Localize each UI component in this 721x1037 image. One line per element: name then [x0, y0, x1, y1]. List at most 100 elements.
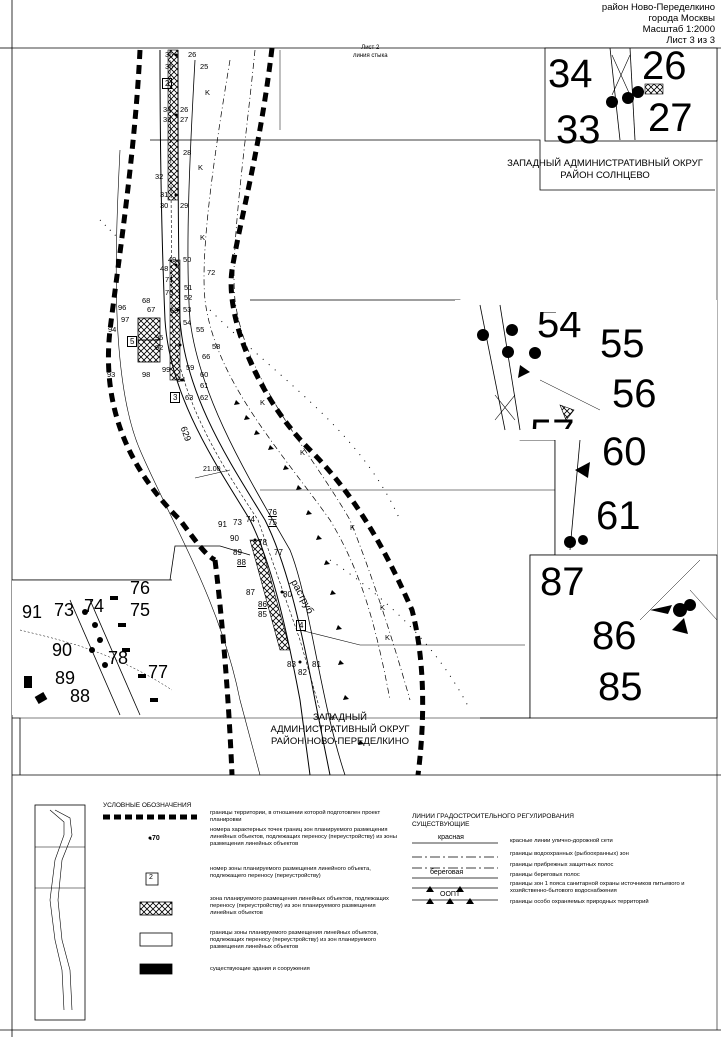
point-label: 59: [186, 363, 195, 372]
inset-label: 33: [556, 108, 601, 152]
point-label: 95: [155, 333, 164, 342]
point-label: 49: [168, 255, 177, 264]
point-label: 25: [200, 62, 209, 71]
point-label: 76: [268, 508, 277, 517]
point-label: 98: [142, 370, 151, 379]
point-label: 75: [268, 518, 277, 527]
point-label: 34: [163, 105, 172, 114]
svg-text:K: K: [380, 603, 385, 612]
point-label: 31: [160, 190, 169, 199]
zone-number-2: 2: [162, 78, 173, 89]
inset-label: 85: [598, 665, 643, 709]
svg-text:K: K: [300, 448, 305, 457]
point-label: 50: [183, 255, 192, 264]
lines-legend-item: границы зон 1 пояса санитарной охраны ис…: [510, 881, 685, 894]
inset-label: 26: [642, 44, 687, 88]
point-label: 93: [107, 370, 116, 379]
lines-legend-label-red: красная: [438, 834, 464, 841]
lines-legend-item: границы прибрежных защитных полос: [510, 862, 614, 868]
legend-item-zone-number: номер зоны планируемого размещения линей…: [210, 866, 371, 879]
point-label: 74: [246, 515, 255, 524]
point-label: 70: [165, 288, 174, 297]
point-label: 81: [312, 660, 321, 669]
inset-label: 73: [54, 600, 75, 620]
header-district: район Ново-Переделкино: [601, 2, 715, 13]
inset-label: 76: [130, 578, 151, 598]
point-label: 92: [155, 343, 164, 352]
point-label: 29: [180, 201, 189, 210]
lines-legend-label-oopt: ООПТ: [440, 891, 461, 898]
lines-legend-label-shore: береговая: [430, 869, 464, 876]
inset-label: 55: [600, 322, 645, 366]
point-label: 27: [180, 115, 189, 124]
point-label: 72: [207, 268, 216, 277]
point-label: 33: [163, 115, 172, 124]
point-label: 67: [147, 305, 156, 314]
point-label: 26: [188, 50, 197, 59]
lines-legend-item: красные линии улично-дорожной сети: [510, 838, 613, 844]
point-label: 53: [183, 305, 192, 314]
svg-text:K: K: [205, 88, 210, 97]
lines-legend-item: границы водоохранных (рыбоохранных) зон: [510, 851, 629, 857]
zone-number-4: 4: [296, 620, 307, 631]
legend-item-zone-boundary: границы зоны планируемого размещения лин…: [210, 930, 379, 950]
header-scale: Масштаб 1:2000: [642, 24, 715, 35]
point-label: 68: [142, 296, 151, 305]
inset-label: 56: [612, 372, 657, 416]
okrug-solntsevo: ЗАПАДНЫЙ АДМИНИСТРАТИВНЫЙ ОКРУГ РАЙОН СО…: [507, 158, 703, 181]
legend-item-points: номера характерных точек границ зон план…: [210, 827, 397, 847]
inset-label: 87: [540, 560, 585, 604]
point-label: 64: [177, 375, 186, 384]
point-label: 35: [165, 62, 174, 71]
point-label: 32: [155, 172, 164, 181]
dimension-label: 21.00: [203, 466, 221, 473]
point-label: 90: [230, 534, 239, 543]
legend-item-hatched-zone: зона планируемого размещения линейных об…: [210, 896, 389, 916]
legend-zone-symbol: 2: [149, 874, 153, 881]
point-label: 58: [212, 342, 221, 351]
point-label: 96: [118, 303, 127, 312]
zone-number-3: 3: [170, 392, 181, 403]
point-label: 51: [184, 283, 193, 292]
header-sheet: Лист 3 из 3: [666, 35, 715, 46]
legend-item-boundary: границы территории, в отношении которой …: [210, 810, 381, 823]
svg-text:K: K: [260, 398, 265, 407]
inset-label: 91: [22, 602, 43, 622]
point-label: 89: [233, 548, 242, 557]
inset-label: 60: [602, 430, 647, 474]
point-label: 86: [258, 600, 267, 609]
point-label: 55: [196, 325, 205, 334]
zone-number-5: 5: [127, 336, 138, 347]
point-label: 88: [237, 558, 246, 567]
point-label: 48: [160, 264, 169, 273]
inset-label: 86: [592, 614, 637, 658]
lines-legend-title: ЛИНИИ ГРАДОСТРОИТЕЛЬНОГО РЕГУЛИРОВАНИЯ: [412, 813, 574, 820]
point-label: 61: [200, 381, 209, 390]
header-city: города Москвы: [648, 13, 715, 24]
svg-text:K: K: [198, 163, 203, 172]
point-label: 30: [160, 201, 169, 210]
lines-legend-item: границы особо охраняемых природных терри…: [510, 899, 649, 905]
okrug-novo: ЗАПАДНЫЙ АДМИНИСТРАТИВНЫЙ ОКРУГ РАЙОН НО…: [270, 712, 410, 747]
point-label: 82: [298, 668, 307, 677]
inset-label: 61: [596, 494, 641, 538]
point-label: 71: [165, 275, 174, 284]
inset-label: 54: [537, 302, 582, 346]
svg-text:K: K: [385, 633, 390, 642]
inset-label: 77: [148, 662, 169, 682]
svg-text:K: K: [350, 523, 355, 532]
inset-label: 74: [84, 596, 105, 616]
inset-label: 34: [548, 52, 593, 96]
inset-label: 88: [70, 686, 91, 706]
point-label: 69: [170, 306, 179, 315]
legend-point-symbol: .70: [150, 835, 160, 842]
point-label: 60: [200, 370, 209, 379]
svg-text:K: K: [330, 713, 335, 722]
inset-label: 75: [130, 600, 151, 620]
point-label: 91: [218, 520, 227, 529]
point-label: 94: [108, 325, 117, 334]
point-label: 73: [233, 518, 242, 527]
inset-label: 57: [530, 412, 575, 429]
point-label: 80: [283, 590, 292, 599]
point-label: 87: [246, 588, 255, 597]
